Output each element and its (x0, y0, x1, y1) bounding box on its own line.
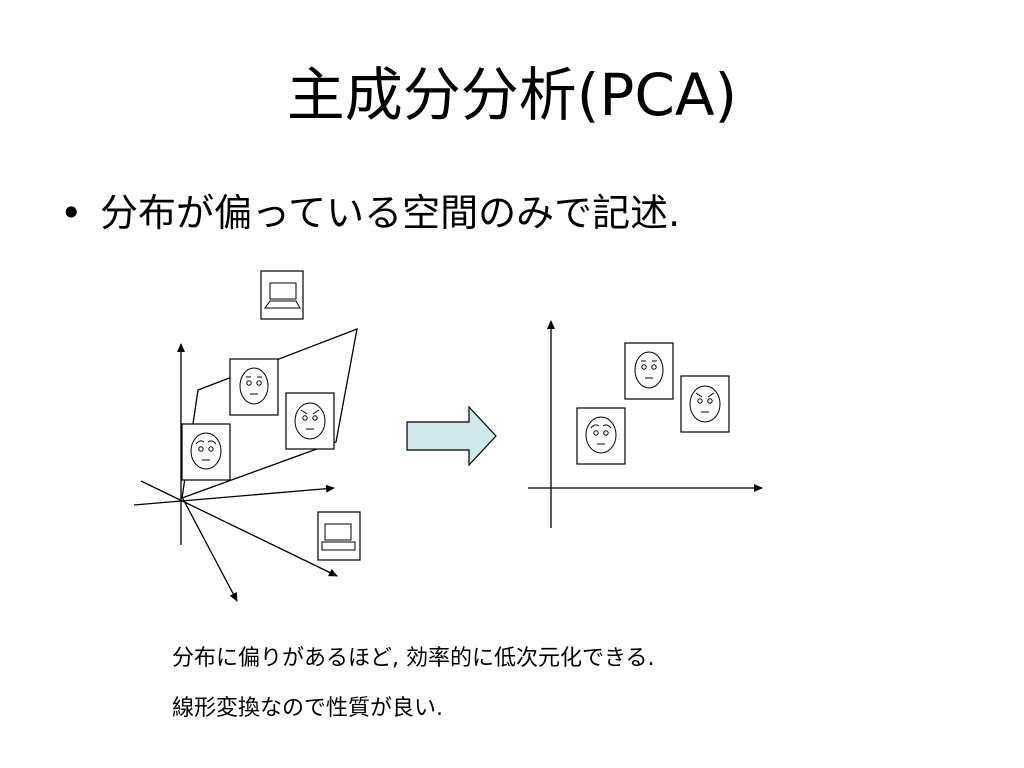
reduced-space-panel (528, 320, 763, 528)
original-space-panel (133, 270, 361, 602)
bullet-item: • 分布が偏っている空間のみで記述. (60, 188, 680, 238)
face-icon (576, 407, 626, 465)
face-icon (181, 423, 231, 481)
transform-arrow (406, 405, 497, 467)
bullet-marker: • (60, 191, 83, 235)
face-icon (229, 358, 279, 416)
face-icon (624, 342, 674, 400)
axis-line (181, 496, 238, 602)
x-axis (133, 484, 335, 506)
face-icon (285, 392, 335, 450)
laptop-icon (317, 511, 361, 561)
slide-title: 主成分分析(PCA) (286, 61, 738, 129)
laptop-icon (260, 270, 304, 320)
face-icon (680, 375, 730, 433)
bullet-text: 分布が偏っている空間のみで記述. (100, 191, 681, 235)
note-linear: 線形変換なので性質が良い. (172, 696, 443, 721)
axis-line (140, 480, 338, 577)
note-efficiency: 分布に偏りがあるほど, 効率的に低次元化できる. (172, 646, 655, 671)
